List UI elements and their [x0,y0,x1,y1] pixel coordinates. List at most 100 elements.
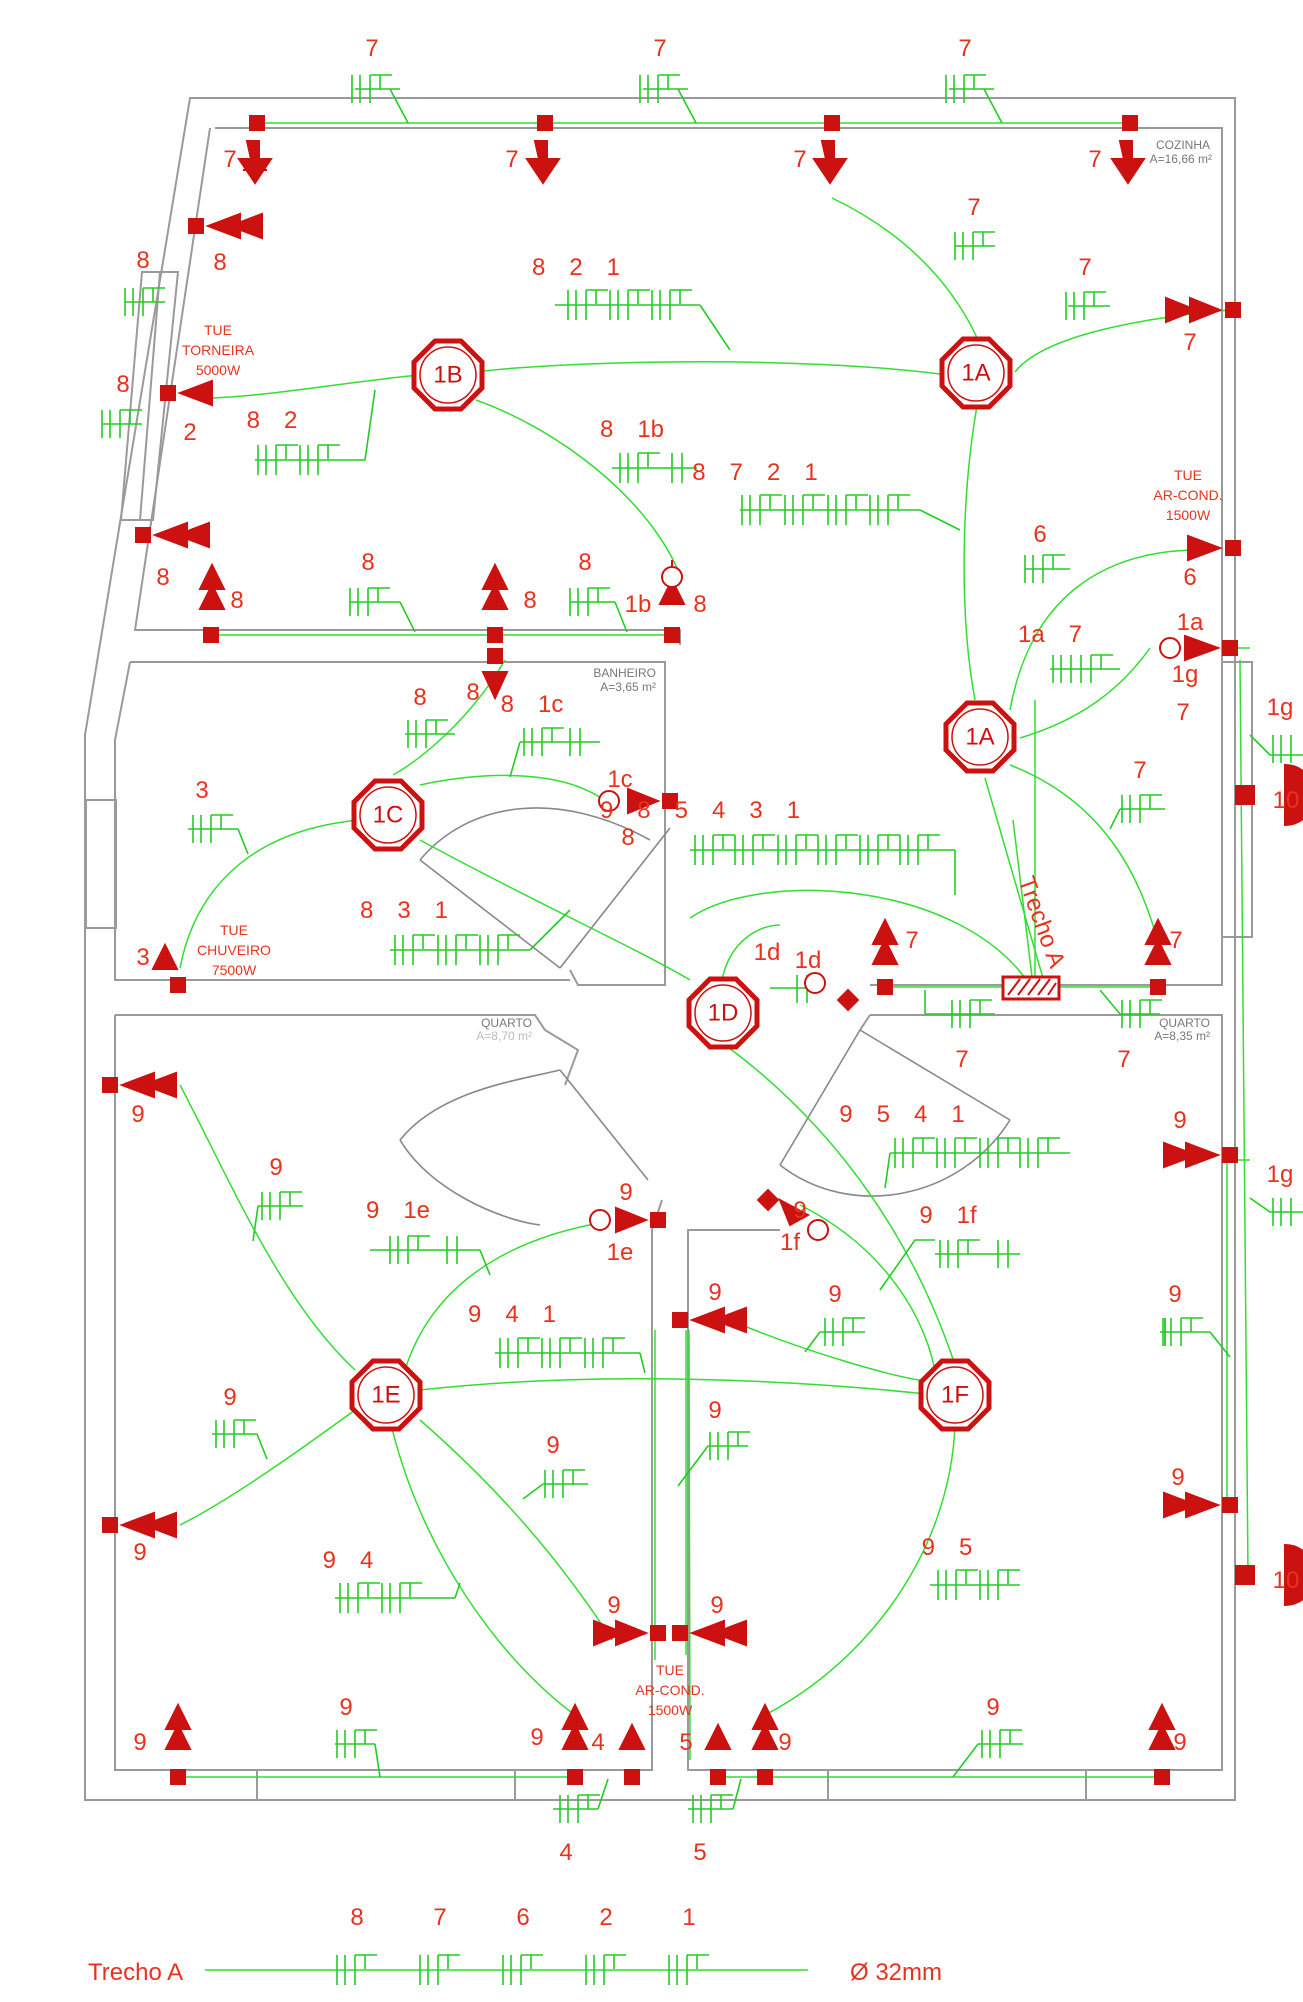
outlet-box [203,627,219,643]
svg-text:TUE: TUE [204,322,232,338]
legend-circuit-number: 7 [433,1904,446,1931]
circuit-number-label: 9 4 [323,1547,374,1574]
outlet-box [1222,1497,1238,1513]
circuit-number-label: 7 [905,927,918,954]
circuit-number-label: 9 [1171,1464,1184,1491]
circuit-number-label: 9 [223,1384,236,1411]
lamp-1c: 1C [351,778,425,852]
circuit-number-label: 7 [1133,757,1146,784]
lamp-1b: 1B [411,338,485,412]
switch-1c-icon [627,787,661,815]
circuit-number-label: 9 5 4 1 [839,1101,964,1128]
legend-tick [502,1954,543,1985]
outlet-box [1150,979,1166,995]
outlet-down-icon [812,140,848,185]
circuit-number-label: 9 [778,1729,791,1756]
room-name-bedroom2: QUARTO [1159,1016,1210,1030]
circuit-number-label: 9 [1173,1107,1186,1134]
circuit-number-label: 9 5 [922,1534,973,1561]
legend-tick [336,1954,377,1985]
outlet-box [662,793,678,809]
circuit-number-label: 1e [607,1239,634,1266]
outlet-up-icon [1148,1702,1176,1750]
legend-ticks: 8 7 6 2 1 [336,1904,709,1985]
circuit-number-label: 7 [793,146,806,173]
circuit-number-label: 9 [1168,1281,1181,1308]
circuit-number-label: 9 [269,1154,282,1181]
outlet-up-icon [561,1702,589,1750]
outlet-box [824,115,840,131]
legend-circuit-number: 1 [682,1904,695,1931]
outlet-down-icon [237,140,273,185]
circuit-number-label: 7 [1176,699,1189,726]
legend-circuit-number: 6 [516,1904,529,1931]
outlet-box [1225,540,1241,556]
outlet-left-icon [1163,1491,1221,1519]
panel-10-icon [1284,1543,1303,1607]
switch-1f-circle [807,1219,829,1241]
outlet-box [567,1769,583,1785]
circuit-number-label: 8 [578,549,591,576]
outlet-box [1222,1147,1238,1163]
switch-1d-icon [804,972,826,994]
circuit-number-label: 9 [1173,1729,1186,1756]
circuit-number-label: 7 [1078,254,1091,281]
circuit-number-label: 8 1b [600,416,664,443]
circuit-number-label: 8 [466,679,479,706]
lamp-label: 1B [433,362,462,389]
circuit-number-label: 8 [361,549,374,576]
panel-10-icon [1284,763,1303,827]
outlet-right-icon [205,212,263,240]
circuit-number-label: 8 [693,591,706,618]
circuit-number-label: 7 [365,35,378,62]
svg-text:5000W: 5000W [196,362,241,378]
circuit-number-label: 9 [710,1592,723,1619]
room-area-bathroom: A=3,65 m² [600,680,656,694]
circuit-number-label: 9 4 1 [468,1301,556,1328]
outlet-box [170,977,186,993]
svg-text:TORNEIRA: TORNEIRA [182,342,255,358]
circuit-number-label: 1f [780,1229,800,1256]
outlet-box [102,1517,118,1533]
legend-circuit-number: 2 [599,1904,612,1931]
circuit-number-label: 9 [986,1694,999,1721]
door-bedroom1 [399,1069,649,1226]
outlet-right-icon [152,521,210,549]
room-name-bathroom: BANHEIRO [593,666,656,680]
legend-label: Trecho A [88,1959,183,1986]
circuit-number-label: 5 [693,1839,706,1866]
outlet-right-icon [119,1071,177,1099]
tue-arcond2-icon [689,1619,747,1647]
lamp-1e: 1E [349,1358,423,1432]
circuit-number-label: 8 [413,684,426,711]
outlet-box [757,1769,773,1785]
circuit-number-label: 7 [955,1046,968,1073]
room-name-kitchen: COZINHA [1156,138,1210,152]
outer-wall [84,97,1236,1801]
svg-text:TUE: TUE [1174,467,1202,483]
circuit-number-label: 8 [156,564,169,591]
circuit-number-label: 9 [530,1724,543,1751]
svg-text:CHUVEIRO: CHUVEIRO [197,942,271,958]
outlet-box [877,979,893,995]
outlet-box [756,1188,780,1212]
outlet-box [836,988,860,1012]
tue-arcond-label: TUE AR-COND. 1500W [1153,467,1222,523]
circuit-number-label: 8 [621,824,634,851]
window-kitchen [119,271,180,521]
circuit-number-label: 7 [223,146,236,173]
kitchen-wall [133,127,1223,986]
circuit-number-label: 10 [1273,787,1300,814]
lamps: 1B 1A 1A 1C 1D 1E 1F [349,336,1017,1432]
circuit-number-label: 6 [1183,564,1196,591]
circuit-number-label: 8 [213,249,226,276]
outlet-box [537,115,553,131]
legend-circuit-number: 8 [350,1904,363,1931]
outlet-up-icon [164,1702,192,1750]
circuit-number-label: 1b [625,591,652,618]
room-area-bedroom2: A=8,35 m² [1154,1029,1210,1043]
outlet-box [487,627,503,643]
tue-torneira-icon [177,379,213,407]
outlet-box [170,1769,186,1785]
